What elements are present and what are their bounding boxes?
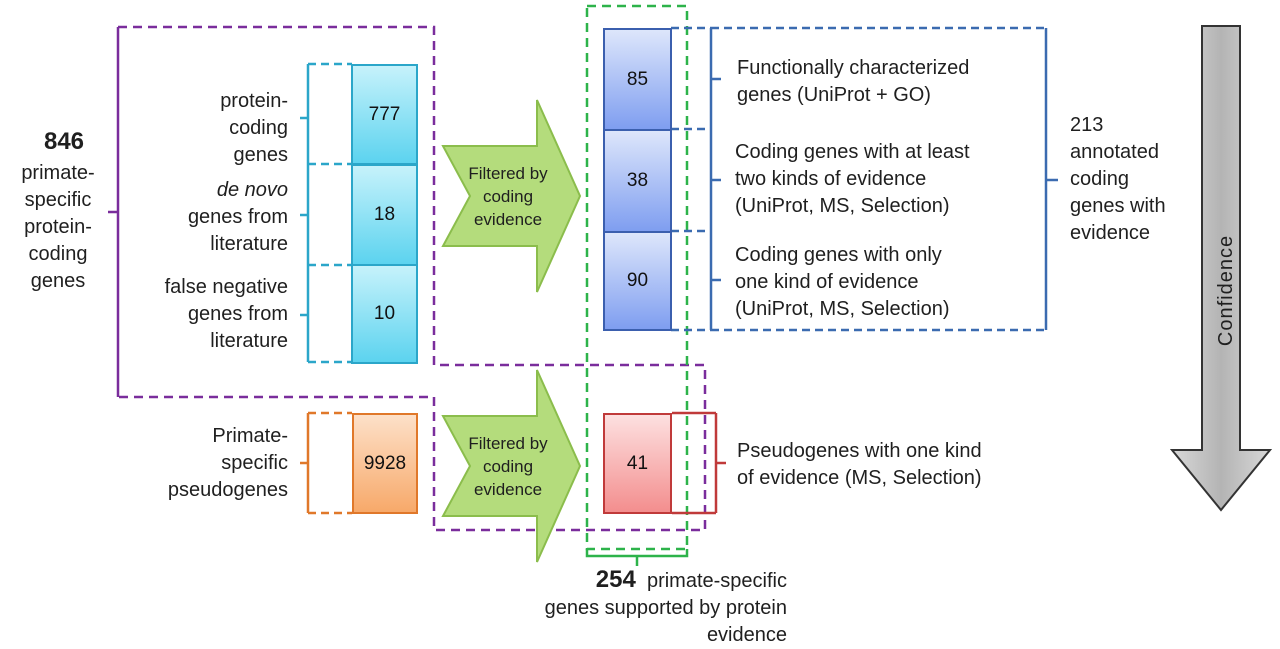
result-desc-pseudo: Pseudogenes with one kind of evidence (M…: [737, 440, 982, 489]
green-dashed-column: [585, 4, 689, 551]
blue-dashes: [671, 26, 1046, 332]
source-label-de-novo: de novo genes from literature: [187, 179, 288, 255]
orange-dashes: [308, 411, 352, 515]
filter-label-top: Filtered by coding evidence: [468, 164, 548, 229]
filter-arrow-top: [441, 99, 582, 293]
count-box-false-negative: 10: [351, 264, 418, 364]
cyan-dashes: [308, 62, 352, 364]
supported-number: 254: [595, 566, 636, 593]
count-box-protein-coding: 777: [351, 64, 418, 165]
purple-bracket: [118, 25, 707, 532]
green-bracket: [585, 549, 689, 566]
orange-bracket: [300, 413, 310, 513]
supported-summary: 254 primate-specific genes supported by …: [544, 566, 787, 646]
source-label-false-negative: false negative genes from literature: [164, 276, 288, 352]
purple-bracket-solid: [108, 27, 120, 397]
total-label: primate- specific protein- coding genes: [21, 162, 95, 292]
annotated-summary: 213 annotated coding genes with evidence: [1070, 114, 1166, 244]
count-box-pseudogenes: 9928: [352, 413, 418, 514]
result-desc-two-kinds: Coding genes with at least two kinds of …: [735, 141, 970, 217]
blue-brackets: [709, 28, 1058, 330]
result-desc-functional: Functionally characterized genes (UniPro…: [737, 57, 970, 106]
red-bracket: [672, 411, 726, 515]
filter-arrow-bottom: [441, 369, 582, 563]
source-label-pseudogenes: Primate- specific pseudogenes: [167, 425, 288, 501]
count-box-pseudo-result: 41: [603, 413, 672, 514]
count-box-de-novo: 18: [351, 164, 418, 266]
confidence-arrow: [1169, 25, 1273, 512]
confidence-label: Confidence: [1215, 234, 1238, 346]
result-desc-one-kind: Coding genes with only one kind of evide…: [735, 244, 950, 320]
count-box-functional: 85: [603, 28, 672, 131]
total-number: 846: [43, 128, 85, 155]
source-label-protein-coding: protein- coding genes: [220, 90, 288, 166]
filter-label-bottom: Filtered by coding evidence: [468, 434, 548, 499]
count-box-two-kinds: 38: [603, 129, 672, 233]
count-box-one-kind: 90: [603, 231, 672, 331]
cyan-brackets: [300, 64, 310, 362]
